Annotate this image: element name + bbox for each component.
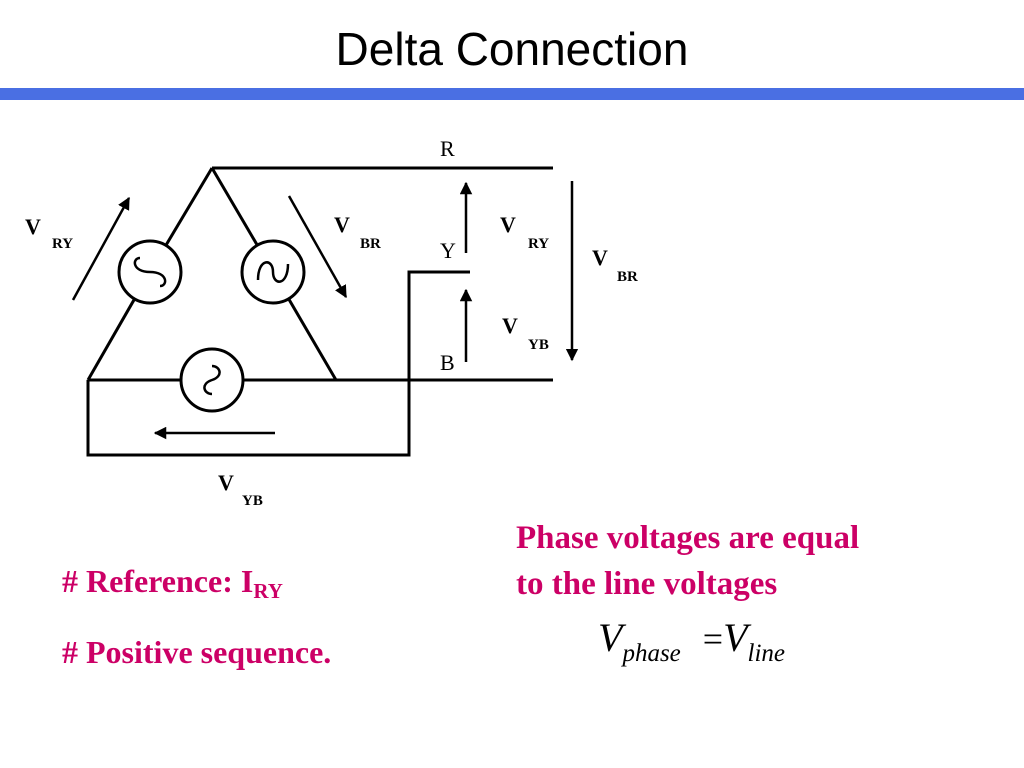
label-v-ry-source: V — [25, 214, 41, 239]
label-v-yb-source-sub: YB — [242, 493, 263, 509]
label-v-br-source-sub: BR — [360, 236, 381, 252]
label-v-ry-line-sub: RY — [528, 236, 549, 252]
formula-rhs: V — [723, 615, 748, 660]
sine-wave-icon — [133, 256, 167, 288]
arrow-v-br-source — [287, 195, 348, 299]
terminal-r-label: R — [440, 136, 455, 161]
page-title: Delta Connection — [335, 23, 689, 75]
terminal-b-label: B — [440, 350, 455, 375]
phase-equal-note-line2: to the line voltages — [516, 566, 778, 602]
label-v-br-source: V — [334, 212, 350, 237]
line-y-wire — [86, 270, 470, 457]
formula-lhs: V — [598, 615, 623, 660]
label-v-br-line-sub: BR — [617, 269, 638, 285]
reference-note-sub: RY — [253, 579, 283, 603]
sine-wave-icon — [256, 261, 290, 283]
sine-wave-icon — [203, 364, 221, 396]
formula-lhs-sub: phase — [622, 640, 681, 667]
label-v-br-line: V — [592, 245, 608, 270]
formula-equals: = — [702, 619, 724, 659]
terminal-y-label: Y — [440, 238, 456, 263]
label-v-ry-line: V — [500, 212, 516, 237]
label-v-yb-line: V — [502, 313, 518, 338]
formula-rhs-sub: line — [747, 640, 786, 667]
positive-sequence-note: # Positive sequence. — [62, 634, 332, 670]
reference-note-text: # Reference: I — [62, 563, 254, 599]
phase-equal-note-line1: Phase voltages are equal — [516, 520, 860, 556]
label-v-yb-line-sub: YB — [528, 337, 549, 353]
label-v-yb-source: V — [218, 470, 234, 495]
reference-note: # Reference: IRY — [62, 558, 283, 614]
title-underline-bar — [0, 88, 1024, 100]
phase-line-formula: Vphase =Vline — [598, 614, 785, 667]
label-v-ry-source-sub: RY — [52, 236, 73, 252]
phase-equal-note: Phase voltages are equal to the line vol… — [516, 515, 859, 607]
arrow-v-ry-source — [71, 196, 131, 301]
